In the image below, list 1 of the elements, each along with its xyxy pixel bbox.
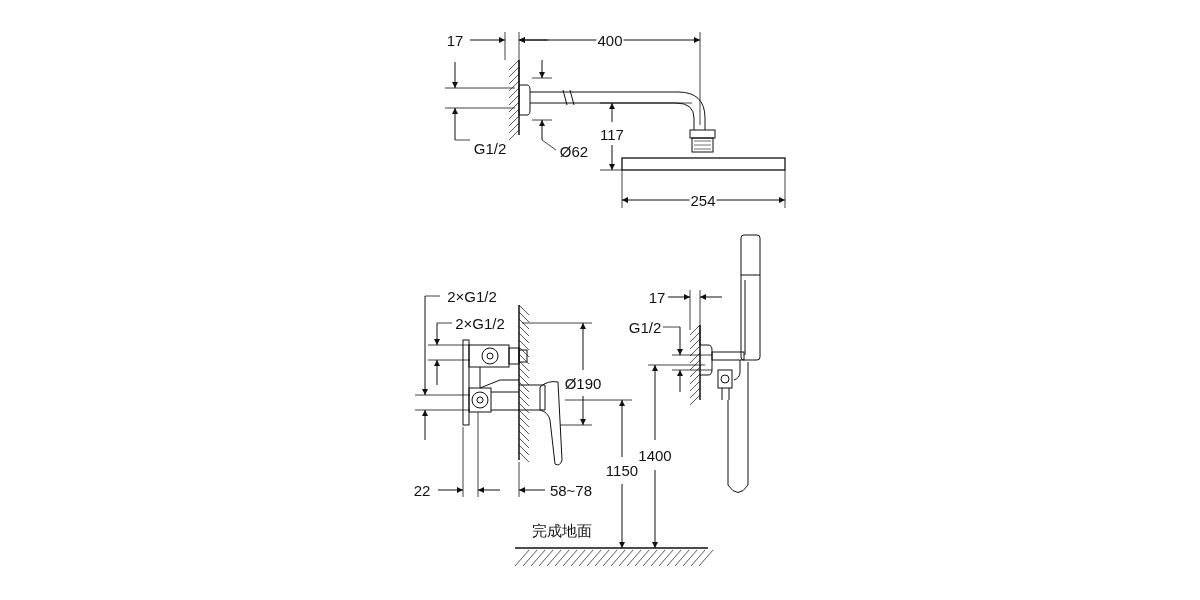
floor-label: 完成地面 bbox=[531, 521, 593, 539]
